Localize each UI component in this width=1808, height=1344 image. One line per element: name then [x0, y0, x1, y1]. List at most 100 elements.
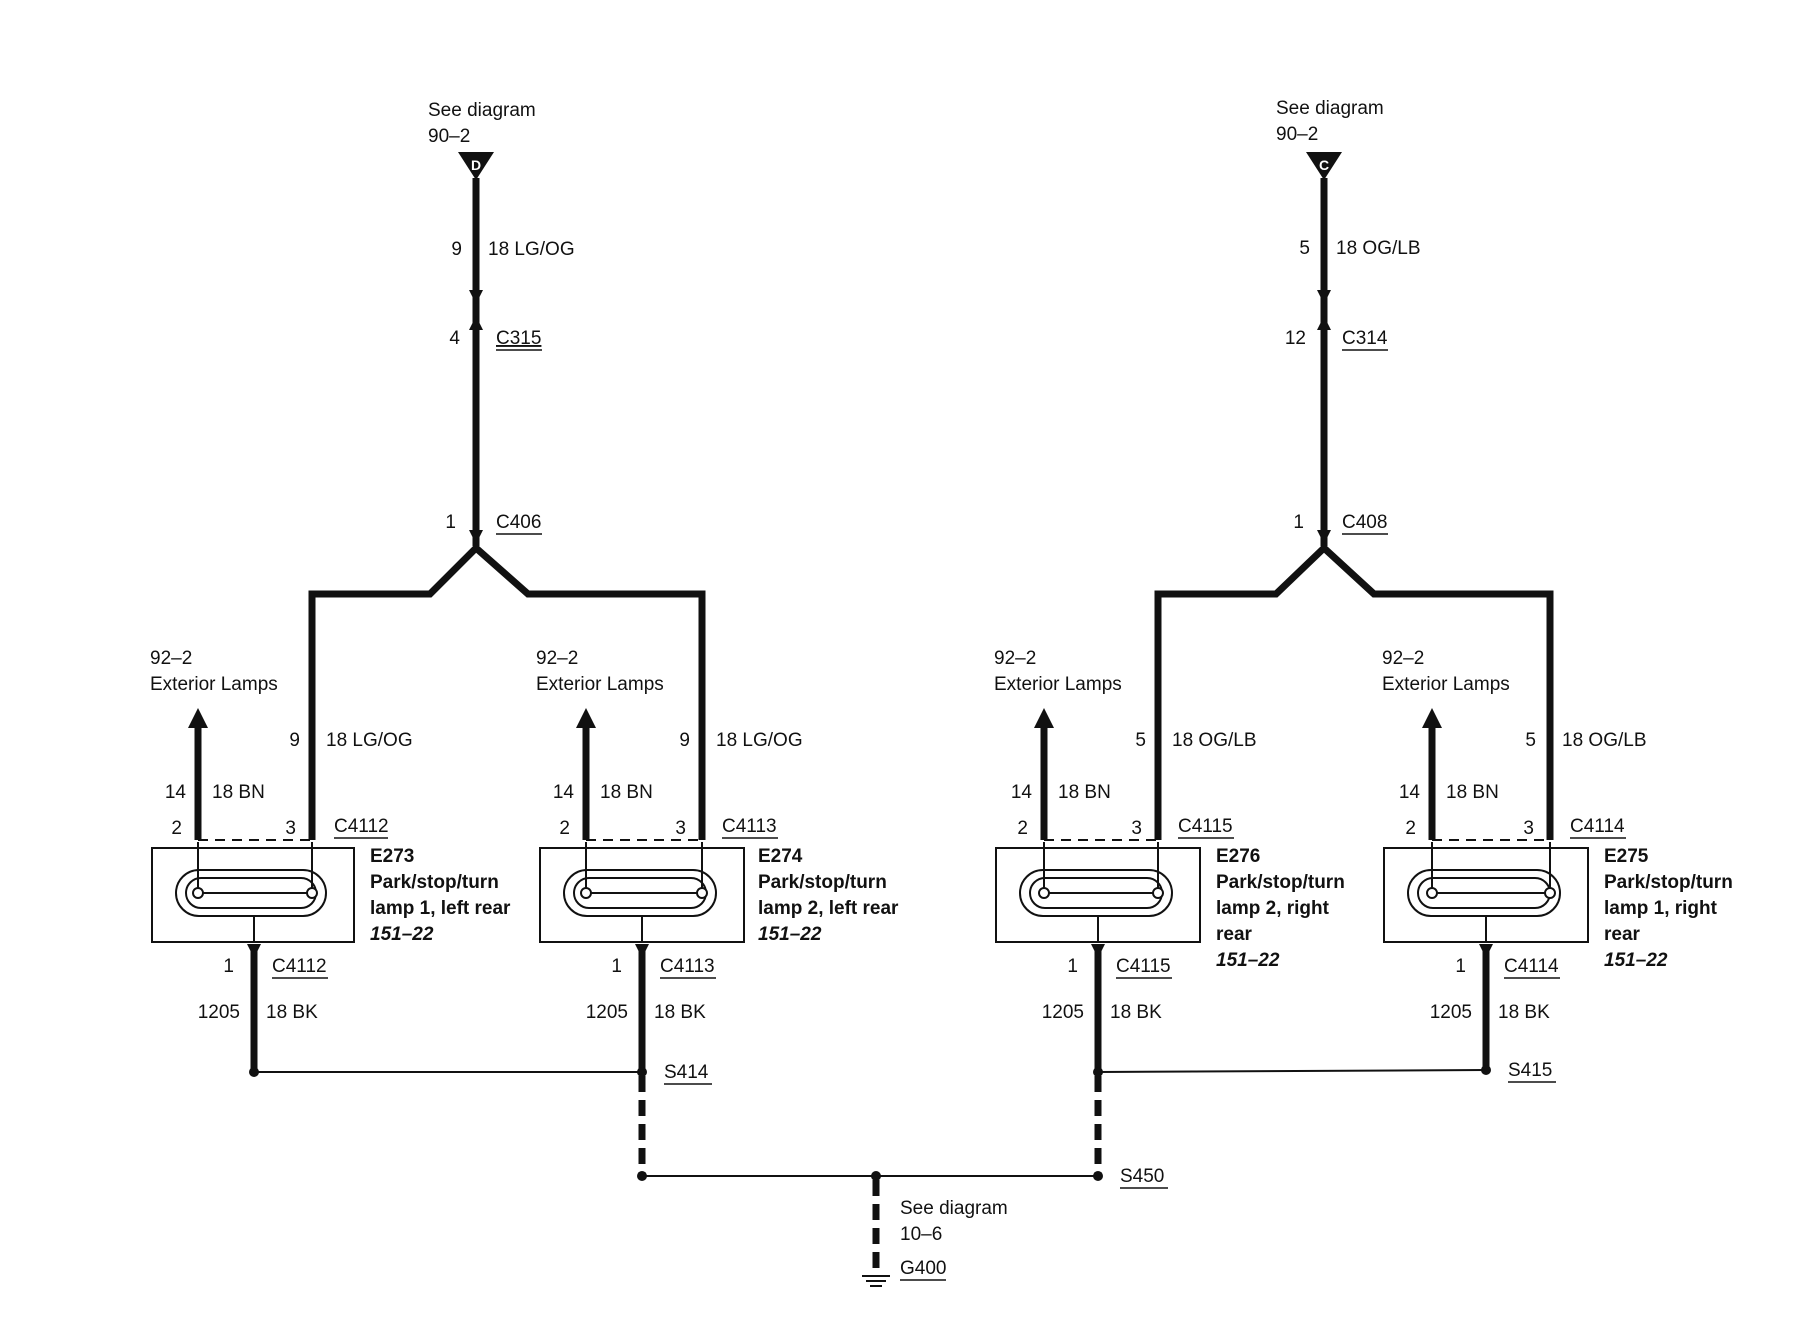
- lamp-name2: lamp 1, left rear: [370, 898, 511, 919]
- lamp-name2: lamp 1, right: [1604, 898, 1718, 919]
- lamp-e273: 92–2 Exterior Lamps 14 18 BN 9 18 LG/OG …: [150, 648, 511, 1077]
- right-wire-top: 18 OG/LB: [1336, 238, 1421, 259]
- circuit: 1205: [1430, 1002, 1472, 1023]
- lamp-id: E276: [1216, 846, 1260, 867]
- lamp-e275: 92–2 Exterior Lamps 14 18 BN 5 18 OG/LB …: [1382, 648, 1733, 1075]
- pin3: 3: [675, 818, 686, 839]
- conn-gnd: C4115: [1116, 956, 1171, 977]
- wire-gnd: 18 BK: [654, 1002, 706, 1023]
- ext-ref1: 92–2: [536, 648, 578, 669]
- wire-gnd: 18 BK: [1110, 1002, 1162, 1023]
- wire-bn: 18 BN: [212, 782, 265, 803]
- pin2: 2: [1405, 818, 1416, 839]
- g400-label: G400: [900, 1258, 946, 1279]
- left-pin-top: 9: [451, 239, 462, 260]
- wire-feed: 18 LG/OG: [716, 730, 803, 751]
- ext-ref1: 92–2: [994, 648, 1036, 669]
- ground-network: S414 S415 S450 See diagram 10–6 G400: [254, 1060, 1556, 1287]
- lamp-id: E274: [758, 846, 803, 867]
- ref-marker-d-icon: [458, 152, 494, 180]
- arrow-c315b-icon: [469, 316, 483, 330]
- up-arrow-icon: [188, 708, 208, 728]
- bulb-icon: [1407, 869, 1561, 917]
- lamp-page: 151–22: [1216, 950, 1280, 971]
- ground-icon: [862, 1275, 890, 1287]
- s415-label: S415: [1508, 1060, 1552, 1081]
- wire-bn: 18 BN: [1446, 782, 1499, 803]
- bulb-icon: [175, 869, 327, 917]
- lamp-name3: rear: [1216, 924, 1253, 945]
- ext-ref2: Exterior Lamps: [994, 674, 1122, 695]
- arrow-c314b-icon: [1317, 316, 1331, 330]
- connector: C4112: [334, 816, 389, 837]
- lamp-name1: Park/stop/turn: [370, 872, 499, 893]
- wire-gnd: 18 BK: [1498, 1002, 1550, 1023]
- lamp-name1: Park/stop/turn: [758, 872, 887, 893]
- up-arrow-icon: [576, 708, 596, 728]
- wire-bn: 18 BN: [1058, 782, 1111, 803]
- pin3: 3: [285, 818, 296, 839]
- right-ref-line2: 90–2: [1276, 124, 1318, 145]
- wire-feed: 18 OG/LB: [1562, 730, 1647, 751]
- arrow-c406-icon: [469, 530, 483, 544]
- ref-marker-d-label: D: [471, 157, 481, 173]
- pin-feed: 5: [1135, 730, 1146, 751]
- branch-wire-left: [308, 543, 706, 840]
- c406-label: C406: [496, 512, 541, 533]
- wire-bn: 18 BN: [600, 782, 653, 803]
- arrow-c314-icon: [1317, 290, 1331, 304]
- splice-line-s415: [1097, 1069, 1487, 1073]
- lamp-name2: lamp 2, right: [1216, 898, 1330, 919]
- left-feed: See diagram 90–2 D 9 18 LG/OG 4 C315 1 C…: [308, 100, 706, 840]
- arrow-c315-icon: [469, 290, 483, 304]
- left-wire-top: 18 LG/OG: [488, 239, 575, 260]
- pin-bn: 14: [1011, 782, 1033, 803]
- up-arrow-icon: [1034, 708, 1054, 728]
- pin-gnd: 1: [611, 956, 622, 977]
- lamp-e274: 92–2 Exterior Lamps 14 18 BN 9 18 LG/OG …: [536, 648, 899, 1077]
- ext-ref1: 92–2: [1382, 648, 1424, 669]
- lamp-name3: rear: [1604, 924, 1641, 945]
- pin2: 2: [171, 818, 182, 839]
- circuit: 1205: [586, 1002, 628, 1023]
- c314-label: C314: [1342, 328, 1388, 349]
- bulb-icon: [563, 869, 717, 917]
- c315-pin: 4: [449, 328, 460, 349]
- lamp-page: 151–22: [758, 924, 822, 945]
- branch-wire-right: [1154, 543, 1554, 840]
- pin-gnd: 1: [223, 956, 234, 977]
- right-feed: See diagram 90–2 C 5 18 OG/LB 12 C314 1 …: [1154, 98, 1554, 840]
- ground-ref-line1: See diagram: [900, 1198, 1008, 1219]
- ground-ref-line2: 10–6: [900, 1224, 942, 1245]
- conn-gnd: C4112: [272, 956, 327, 977]
- c315-label: C315: [496, 328, 541, 349]
- pin-feed: 9: [679, 730, 690, 751]
- lamp-name1: Park/stop/turn: [1604, 872, 1733, 893]
- wire-feed: 18 OG/LB: [1172, 730, 1257, 751]
- lamp-name2: lamp 2, left rear: [758, 898, 899, 919]
- c408-pin: 1: [1293, 512, 1304, 533]
- pin-bn: 14: [1399, 782, 1421, 803]
- pin-bn: 14: [553, 782, 575, 803]
- wire-feed: 18 LG/OG: [326, 730, 413, 751]
- pin2: 2: [559, 818, 570, 839]
- up-arrow-icon: [1422, 708, 1442, 728]
- c408-label: C408: [1342, 512, 1387, 533]
- ext-ref2: Exterior Lamps: [150, 674, 278, 695]
- pin3: 3: [1131, 818, 1142, 839]
- lamp-e276: 92–2 Exterior Lamps 14 18 BN 5 18 OG/LB …: [994, 648, 1345, 1077]
- right-ref-line1: See diagram: [1276, 98, 1384, 119]
- c314-pin: 12: [1285, 328, 1306, 349]
- ref-marker-c-icon: [1306, 152, 1342, 180]
- right-pin-top: 5: [1299, 238, 1310, 259]
- pin-feed: 9: [289, 730, 300, 751]
- pin-feed: 5: [1525, 730, 1536, 751]
- ref-marker-c-label: C: [1319, 157, 1329, 173]
- c406-pin: 1: [445, 512, 456, 533]
- lamp-id: E275: [1604, 846, 1649, 867]
- arrow-c408-icon: [1317, 530, 1331, 544]
- ext-ref1: 92–2: [150, 648, 192, 669]
- bulb-icon: [1019, 869, 1173, 917]
- pin-bn: 14: [165, 782, 187, 803]
